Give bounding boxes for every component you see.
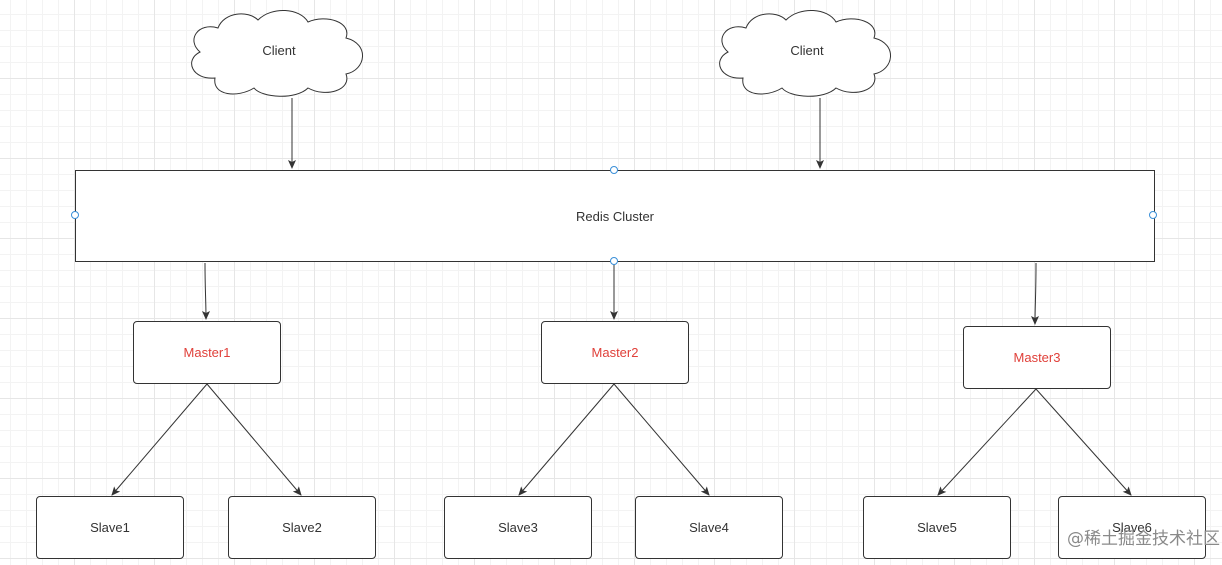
- slave2-node[interactable]: Slave2: [228, 496, 376, 559]
- left-resize-handle[interactable]: [71, 211, 79, 219]
- master1-label: Master1: [183, 345, 231, 360]
- master1-node[interactable]: Master1: [133, 321, 281, 384]
- slave2-label: Slave2: [282, 520, 322, 535]
- master2-to-slave4-arrow: [613, 383, 710, 496]
- right-resize-handle[interactable]: [1149, 211, 1157, 219]
- slave5-label: Slave5: [917, 520, 957, 535]
- master3-to-slave6-arrow: [1035, 388, 1132, 496]
- slave6-label: Slave6: [1112, 520, 1152, 535]
- client-1-label[interactable]: Client: [262, 43, 296, 58]
- watermark-text: @稀土掘金技术社区: [1067, 529, 1220, 549]
- cloud-shape-2: [719, 10, 891, 97]
- master2-to-slave3-arrow: [518, 383, 615, 496]
- master3-to-slave5-arrow: [937, 388, 1037, 496]
- master1-to-slave1-arrow: [111, 383, 208, 496]
- slave4-node[interactable]: Slave4: [635, 496, 783, 559]
- cluster-to-master1-arrow: [201, 262, 210, 320]
- slave3-node[interactable]: Slave3: [444, 496, 592, 559]
- client-2-label[interactable]: Client: [790, 43, 824, 58]
- redis-cluster-label: Redis Cluster: [575, 208, 655, 224]
- master1-to-slave2-arrow: [206, 383, 302, 496]
- top-resize-handle[interactable]: [610, 166, 618, 174]
- master3-node[interactable]: Master3: [963, 326, 1111, 389]
- slave6-node[interactable]: Slave6: [1058, 496, 1206, 559]
- redis-cluster-box[interactable]: Redis Cluster: [75, 170, 1155, 262]
- slave5-node[interactable]: Slave5: [863, 496, 1011, 559]
- master3-label: Master3: [1013, 350, 1061, 365]
- master2-node[interactable]: Master2: [541, 321, 689, 384]
- slave1-node[interactable]: Slave1: [36, 496, 184, 559]
- slave4-label: Slave4: [689, 520, 729, 535]
- master2-label: Master2: [591, 345, 639, 360]
- bottom-resize-handle[interactable]: [610, 257, 618, 265]
- cluster-to-master3-arrow: [1031, 262, 1040, 325]
- slave1-label: Slave1: [90, 520, 130, 535]
- slave3-label: Slave3: [498, 520, 538, 535]
- cloud-shape-1: [191, 10, 363, 97]
